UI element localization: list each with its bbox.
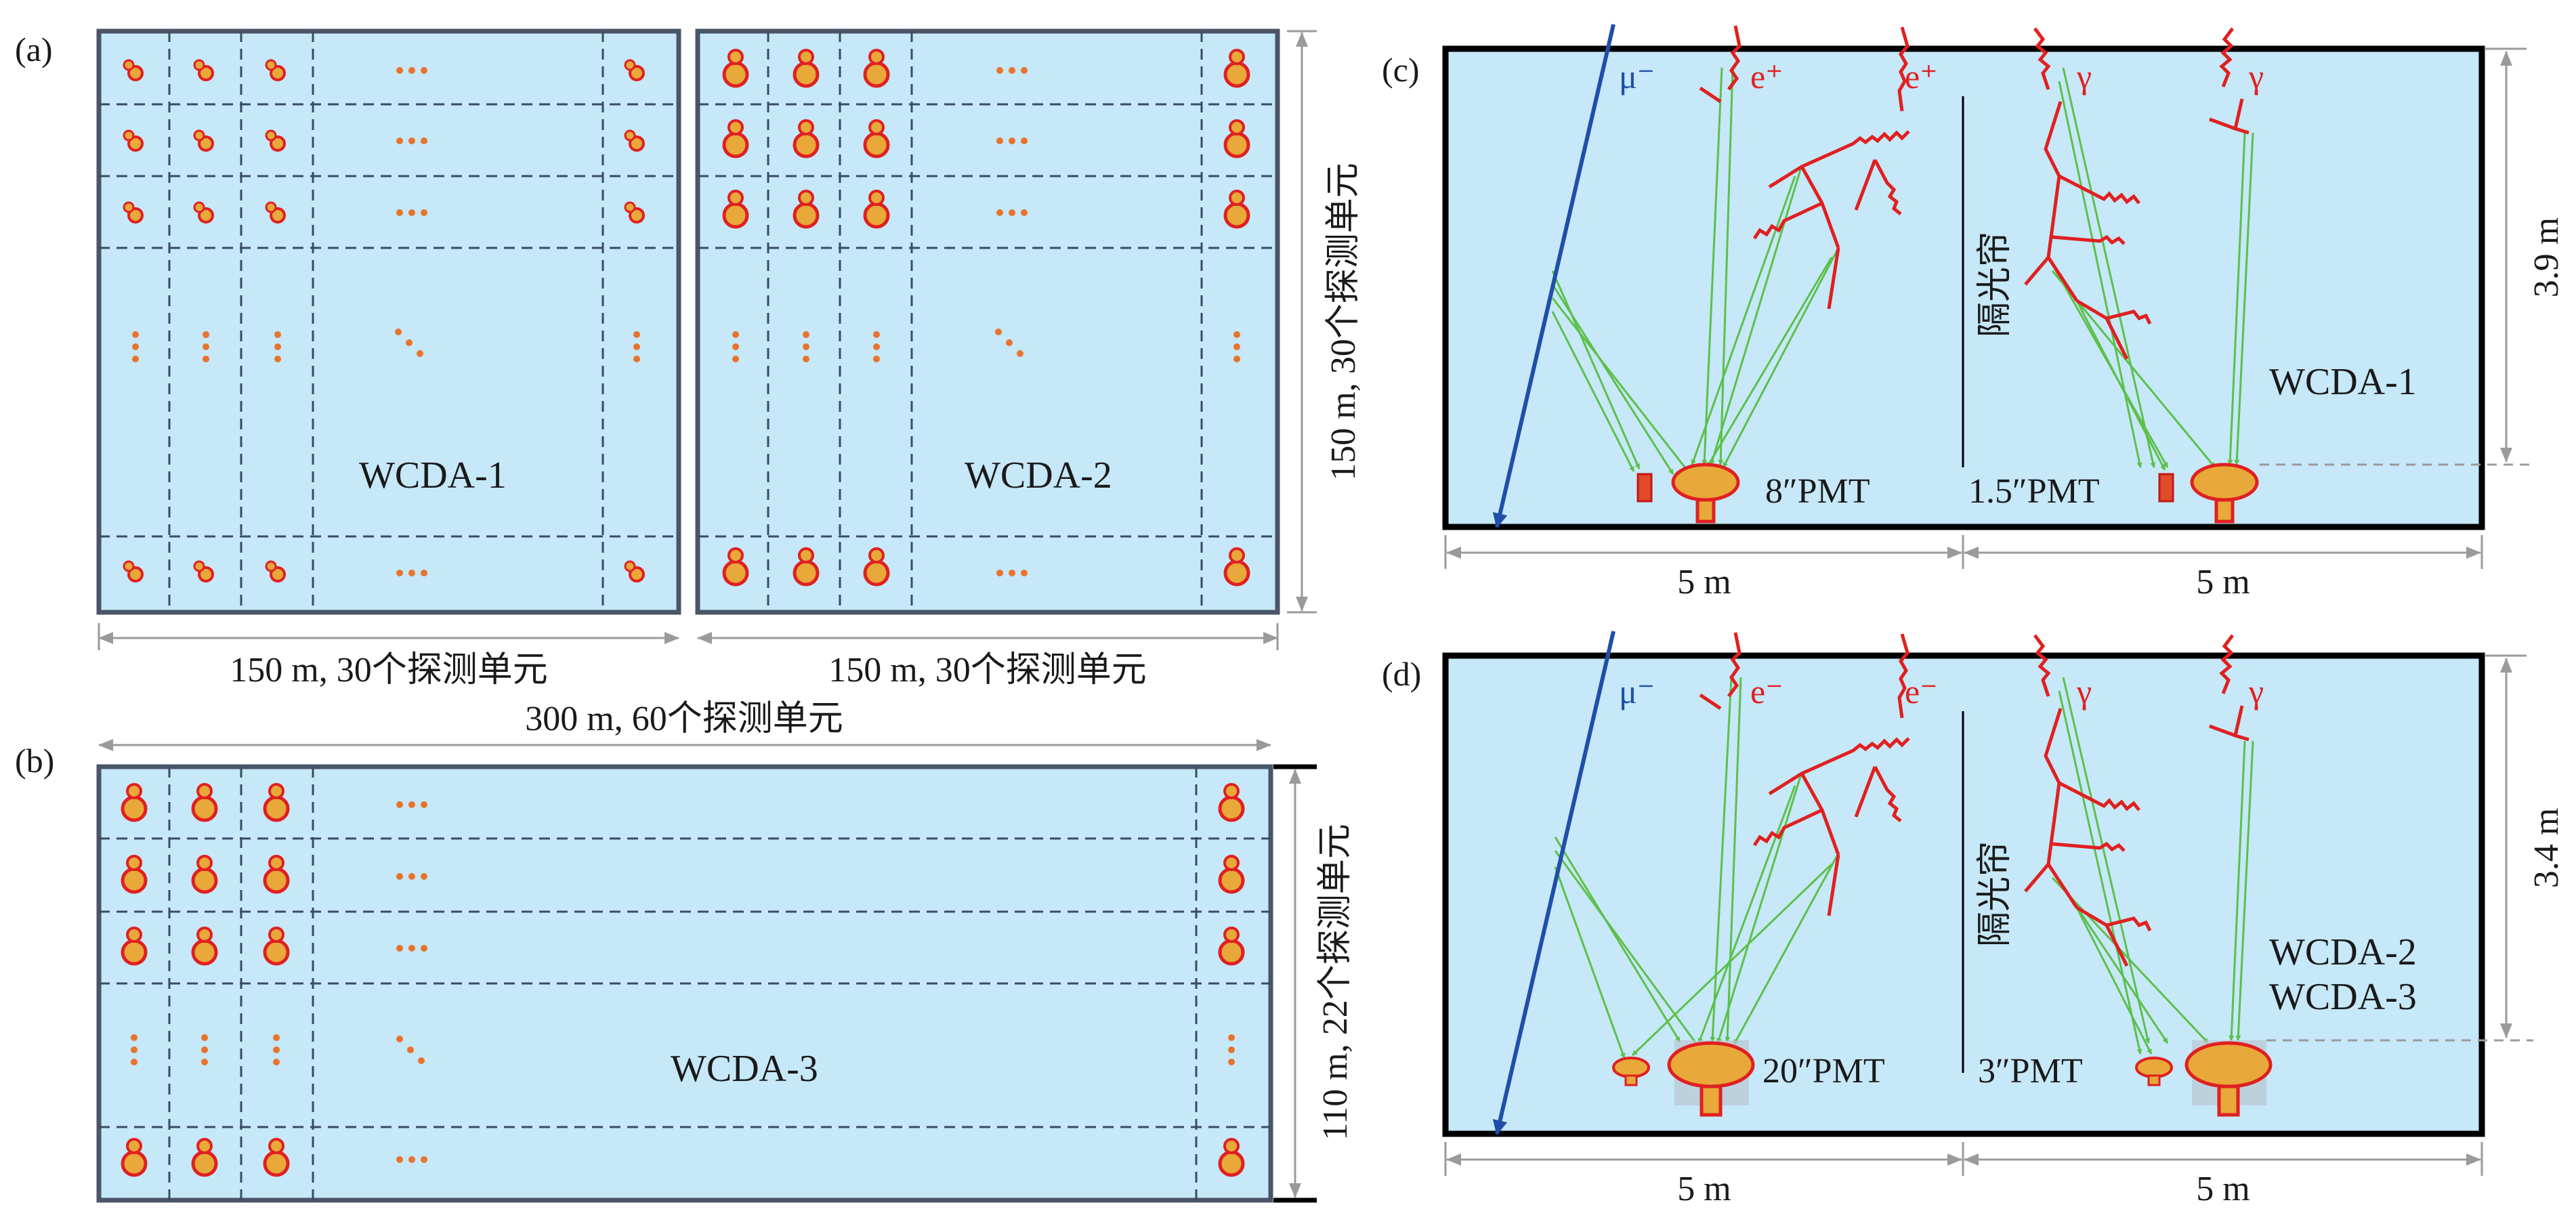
svg-text:5 m: 5 m xyxy=(1677,1170,1731,1208)
panel-b-label: (b) xyxy=(15,742,54,780)
dimension-b-height: 110 m, 22个探测单元 xyxy=(1273,764,1355,1203)
svg-text:5 m: 5 m xyxy=(1677,563,1731,601)
pmt-8inch-c-right xyxy=(2190,463,2259,524)
svg-text:3.4 m: 3.4 m xyxy=(2527,808,2566,888)
gamma-shower-c xyxy=(2024,27,2250,360)
pool-name-wcda-2: WCDA-2 xyxy=(965,454,1112,496)
panel-d: (d) 隔光帘 μ⁻ xyxy=(1382,631,2566,1208)
particle-g2-c: γ xyxy=(2248,58,2264,96)
dimension-a-width-2: 150 m, 30个探测单元 xyxy=(697,623,1279,690)
pmt-20inch-d-right xyxy=(2184,1041,2273,1117)
svg-text:150 m, 30个探测单元: 150 m, 30个探测单元 xyxy=(230,651,547,690)
pmt-big-label-c: 8″PMT xyxy=(1765,472,1870,511)
pmt-3inch-d-right xyxy=(2135,1057,2173,1086)
pool-wcda-1: WCDA-1 xyxy=(96,28,681,615)
panel-c: (c) 隔光帘 μ⁻ xyxy=(1382,24,2566,601)
pool-name-d-line2: WCDA-3 xyxy=(2269,976,2417,1018)
panel-c-label: (c) xyxy=(1382,51,1420,89)
cherenkov-light-c xyxy=(1551,67,2254,479)
pmt-big-label-d: 20″PMT xyxy=(1762,1052,1885,1090)
pool-name-d-line1: WCDA-2 xyxy=(2269,931,2417,973)
svg-text:150 m, 30个探测单元: 150 m, 30个探测单元 xyxy=(1324,163,1363,480)
particle-muon-c: μ⁻ xyxy=(1619,58,1655,96)
svg-text:5 m: 5 m xyxy=(2196,1170,2250,1208)
dimension-c-width: 5 m 5 m xyxy=(1444,535,2483,601)
pmt-20inch-d-left xyxy=(1667,1041,1755,1117)
electron-shower-d xyxy=(1699,632,1910,916)
panel-b: (b) 300 m, 60个探测单元 xyxy=(15,700,1355,1203)
dimension-d-depth: 3.4 m xyxy=(2266,654,2566,1042)
dimension-d-width: 5 m 5 m xyxy=(1444,1142,2483,1208)
svg-text:300 m, 60个探测单元: 300 m, 60个探测单元 xyxy=(525,700,843,738)
pool-name-wcda-1: WCDA-1 xyxy=(359,454,507,496)
curtain-label-d: 隔光帘 xyxy=(1976,841,2014,947)
pool-wcda-3: WCDA-3 xyxy=(96,764,1273,1203)
svg-text:110 m, 22个探测单元: 110 m, 22个探测单元 xyxy=(1316,824,1355,1141)
dimension-a-height: 150 m, 30个探测单元 xyxy=(1287,30,1363,614)
particle-g2-d: γ xyxy=(2248,673,2264,711)
muon-track-c xyxy=(1492,24,1616,528)
particle-e1-c: e⁺ xyxy=(1750,58,1783,96)
pmt-8inch-c xyxy=(1671,463,1740,524)
dimension-a-width-1: 150 m, 30个探测单元 xyxy=(98,623,679,690)
pool-wcda-2: WCDA-2 xyxy=(695,28,1280,615)
electron-shower-c xyxy=(1699,25,1910,310)
particle-e2-c: e⁺ xyxy=(1905,58,1938,96)
dimension-c-depth: 3.9 m xyxy=(2260,47,2566,466)
muon-track-d xyxy=(1492,631,1616,1135)
dimension-b-width: 300 m, 60个探测单元 xyxy=(98,700,1271,751)
svg-text:3.9 m: 3.9 m xyxy=(2527,217,2566,297)
pmt-1.5inch-c-left xyxy=(1637,473,1653,503)
panel-a: (a) xyxy=(15,28,1363,690)
pmt-small-label-d: 3″PMT xyxy=(1978,1052,2083,1090)
svg-text:150 m, 30个探测单元: 150 m, 30个探测单元 xyxy=(828,651,1146,690)
panel-a-label: (a) xyxy=(15,30,53,68)
pmt-1.5inch-c-right xyxy=(2158,473,2174,503)
panel-d-label: (d) xyxy=(1382,655,1421,693)
pmt-small-label-c: 1.5″PMT xyxy=(1968,472,2100,511)
gamma-shower-d xyxy=(2024,634,2250,967)
svg-text:5 m: 5 m xyxy=(2196,563,2250,601)
curtain-label-c: 隔光帘 xyxy=(1976,232,2014,337)
pool-name-c: WCDA-1 xyxy=(2269,361,2417,403)
particle-e2-d: e⁻ xyxy=(1905,673,1938,711)
particle-g1-d: γ xyxy=(2076,673,2092,711)
pmt-3inch-d-left xyxy=(1612,1057,1650,1086)
particle-muon-d: μ⁻ xyxy=(1619,673,1655,711)
particle-e1-d: e⁻ xyxy=(1750,673,1783,711)
particle-g1-c: γ xyxy=(2076,58,2092,96)
pool-name-wcda-3: WCDA-3 xyxy=(671,1048,818,1090)
